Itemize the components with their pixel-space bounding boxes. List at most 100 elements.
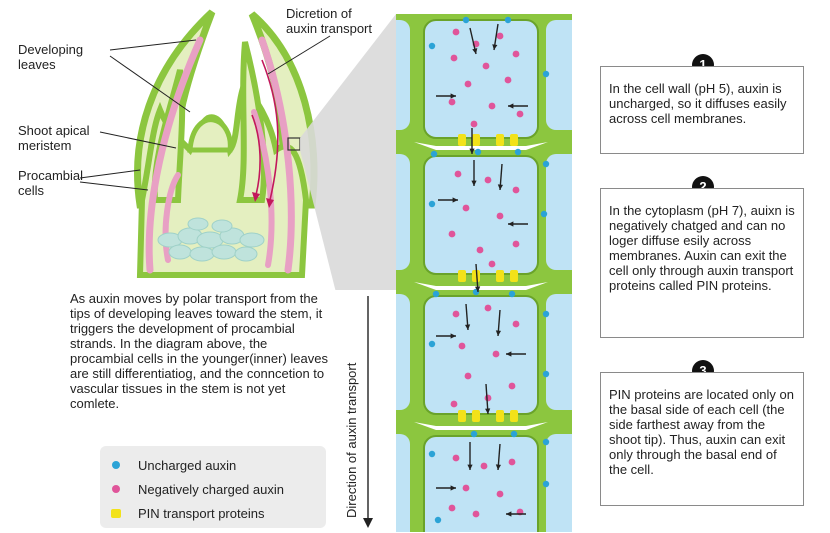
info-box-1-text: In the cell wall (pH 5), auxin is unchar… [609, 81, 787, 126]
side-cell-right [546, 434, 572, 532]
wall-gap [414, 142, 548, 150]
auxin-arrowhead [506, 351, 512, 357]
charged-auxin-dot [484, 304, 492, 312]
pin-protein [510, 134, 518, 146]
uncharged-auxin-dot [508, 290, 516, 298]
uncharged-auxin-dot [428, 450, 436, 458]
charged-auxin-dot [472, 510, 480, 518]
uncharged-auxin-dot [428, 200, 436, 208]
cell-column-diagram [396, 14, 572, 532]
label-procambial-cells: Procambial cells [18, 168, 84, 198]
info-box-2-text: In the cytoplasm (pH 7), auixn is negati… [609, 203, 795, 293]
auxin-arrowhead [485, 408, 491, 414]
charged-auxin-dot [470, 120, 478, 128]
auxin-arrowhead [472, 48, 478, 54]
info-box-2: In the cytoplasm (pH 7), auixn is negati… [600, 188, 804, 338]
uncharged-auxin-dot [540, 210, 548, 218]
auxin-arrowhead [452, 197, 458, 203]
charged-auxin-dot [452, 310, 460, 318]
charged-auxin-dot [476, 246, 484, 254]
charged-dot-icon [112, 485, 120, 493]
auxin-arrowhead [506, 511, 512, 517]
pin-protein [472, 134, 480, 146]
charged-auxin-dot [462, 204, 470, 212]
pin-protein [496, 134, 504, 146]
charged-auxin-dot [454, 170, 462, 178]
charged-auxin-dot [492, 350, 500, 358]
charged-auxin-dot [482, 62, 490, 70]
procambial-strand-2 [162, 172, 181, 263]
zoom-cone [300, 14, 396, 290]
info-box-3: PIN proteins are located only on the bas… [600, 372, 804, 506]
auxin-arrowhead [475, 286, 481, 292]
auxin-arrowhead [467, 464, 473, 470]
charged-auxin-dot [448, 98, 456, 106]
charged-auxin-dot [484, 394, 492, 402]
vascular-tissue [157, 217, 265, 262]
uncharged-auxin-dot [470, 430, 478, 438]
uncharged-auxin-dot [474, 148, 482, 156]
charged-auxin-dot [452, 454, 460, 462]
auxin-arrowhead [495, 464, 502, 470]
uncharged-auxin-dot [542, 370, 550, 378]
charged-auxin-dot [508, 382, 516, 390]
charged-auxin-dot [516, 110, 524, 118]
charged-auxin-dot [450, 54, 458, 62]
leader-lines [79, 35, 331, 191]
charged-auxin-dot [496, 32, 504, 40]
charged-auxin-dot [488, 102, 496, 110]
label-direction-top: Dicretion of auxin transport [286, 6, 372, 36]
uncharged-auxin-dot [542, 70, 550, 78]
pin-protein [472, 410, 480, 422]
auxin-arrowhead [495, 330, 502, 336]
pin-protein [510, 270, 518, 282]
uncharged-auxin-dot [432, 290, 440, 298]
side-cell-left [396, 434, 410, 532]
label-developing-leaves: Developing leaves [18, 42, 84, 72]
label-direction-vertical: Direction of auxin transport [344, 362, 359, 518]
pin-protein [458, 410, 466, 422]
charged-auxin-dot [512, 240, 520, 248]
charged-auxin-dot [484, 176, 492, 184]
charged-auxin-dot [496, 212, 504, 220]
charged-auxin-dot [450, 400, 458, 408]
uncharged-auxin-dot [428, 42, 436, 50]
side-cell-right [546, 294, 572, 410]
side-cell-left [396, 154, 410, 270]
charged-auxin-dot [504, 76, 512, 84]
uncharged-auxin-dot [542, 160, 550, 168]
main-cell [423, 19, 539, 139]
shoot-apex-diagram [79, 9, 396, 290]
charged-auxin-dot [448, 230, 456, 238]
charged-auxin-dot [464, 372, 472, 380]
auxin-arrowhead [450, 93, 456, 99]
description-paragraph: As auxin moves by polar transport from t… [70, 291, 328, 411]
auxin-arrowhead [508, 103, 514, 109]
charged-auxin-dot [512, 186, 520, 194]
label-shoot-apical-meristem: Shoot apical meristem [18, 123, 90, 153]
main-cell [423, 295, 539, 415]
pin-protein [496, 270, 504, 282]
auxin-arrowhead-1 [266, 198, 274, 208]
charged-auxin-dot [480, 462, 488, 470]
uncharged-auxin-dot [428, 340, 436, 348]
uncharged-auxin-dot [430, 150, 438, 158]
charged-auxin-dot [464, 80, 472, 88]
meristem-dome [187, 117, 233, 153]
pin-protein [458, 134, 466, 146]
info-box-1: In the cell wall (pH 5), auxin is unchar… [600, 66, 804, 154]
pin-protein [496, 410, 504, 422]
charged-auxin-dot [458, 342, 466, 350]
auxin-arrowhead-2 [252, 192, 260, 202]
procambial-strand-1 [145, 36, 204, 274]
wall-gap [414, 282, 548, 290]
side-cell-right [546, 20, 572, 130]
side-cell-left [396, 294, 410, 410]
pin-protein [472, 270, 480, 282]
main-cell [423, 435, 539, 532]
side-cell-right [546, 154, 572, 270]
auxin-arrowhead [492, 44, 498, 50]
uncharged-auxin-dot [514, 148, 522, 156]
auxin-arrowhead [469, 148, 475, 154]
wall-gap [414, 422, 548, 430]
